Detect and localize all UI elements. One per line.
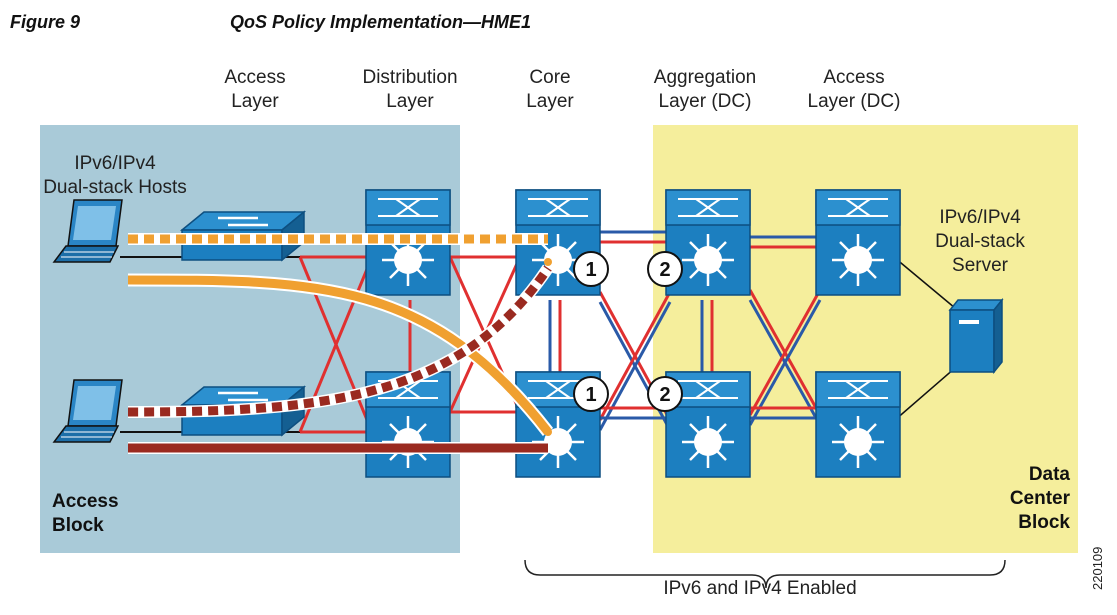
dc-block-label-line2: Center bbox=[1009, 488, 1070, 509]
qos-marker-label: 2 bbox=[659, 259, 670, 281]
layer-label-line1: Aggregation bbox=[653, 67, 757, 88]
layer-label-line1: Access bbox=[823, 67, 885, 88]
layer-label-line2: Layer bbox=[386, 91, 434, 112]
layer-label-core: Core Layer bbox=[475, 66, 625, 114]
dc-block-label-line1: Data bbox=[1028, 464, 1070, 485]
qos-marker-aggregation-top: 2 bbox=[647, 251, 683, 287]
layer-label-line1: Access bbox=[224, 67, 286, 88]
hosts-label: IPv6/IPv4 Dual-stack Hosts bbox=[20, 152, 210, 200]
qos-marker-label: 1 bbox=[585, 259, 596, 281]
access-block-label-line1: Access bbox=[52, 491, 119, 512]
hosts-label-line2: Dual-stack Hosts bbox=[43, 177, 187, 198]
access-block-label-line2: Block bbox=[52, 515, 104, 536]
data-center-block-label: Data Center Block bbox=[990, 463, 1070, 535]
layer-label-distribution: Distribution Layer bbox=[335, 66, 485, 114]
server-label: IPv6/IPv4 Dual-stack Server bbox=[915, 206, 1045, 278]
qos-marker-label: 1 bbox=[585, 384, 596, 406]
layer-label-line1: Core bbox=[529, 67, 571, 88]
qos-marker-core-top: 1 bbox=[573, 251, 609, 287]
dc-access-switch-top bbox=[814, 188, 902, 297]
qos-marker-core-bottom: 1 bbox=[573, 376, 609, 412]
layer-label-access: Access Layer bbox=[180, 66, 330, 114]
brace-label: IPv6 and IPv4 Enabled bbox=[663, 578, 857, 599]
server-label-line2: Dual-stack bbox=[935, 231, 1025, 252]
layer-label-access-dc: Access Layer (DC) bbox=[779, 66, 929, 114]
traffic-flows bbox=[127, 233, 554, 454]
dc-block-label-line3: Block bbox=[1018, 512, 1070, 533]
server-icon bbox=[948, 297, 1004, 375]
server-label-line1: IPv6/IPv4 bbox=[939, 207, 1021, 228]
server-label-line3: Server bbox=[952, 255, 1008, 276]
layer-label-line2: Layer bbox=[231, 91, 279, 112]
dc-access-switch-bottom bbox=[814, 370, 902, 479]
bracket bbox=[524, 559, 1006, 589]
layer-label-line2: Layer (DC) bbox=[807, 91, 901, 112]
layer-label-aggregation: Aggregation Layer (DC) bbox=[630, 66, 780, 114]
figure-number: Figure 9 bbox=[10, 12, 81, 32]
layer-label-line2: Layer (DC) bbox=[658, 91, 752, 112]
access-block-label: Access Block bbox=[52, 490, 119, 538]
layer-label-line1: Distribution bbox=[362, 67, 458, 88]
figure-title: QoS Policy Implementation—HME1 bbox=[230, 12, 532, 32]
hosts-label-line1: IPv6/IPv4 bbox=[74, 153, 156, 174]
qos-marker-aggregation-bottom: 2 bbox=[647, 376, 683, 412]
layer-label-line2: Layer bbox=[526, 91, 574, 112]
figure-id-number: 220109 bbox=[1090, 546, 1105, 590]
qos-marker-label: 2 bbox=[659, 384, 670, 406]
